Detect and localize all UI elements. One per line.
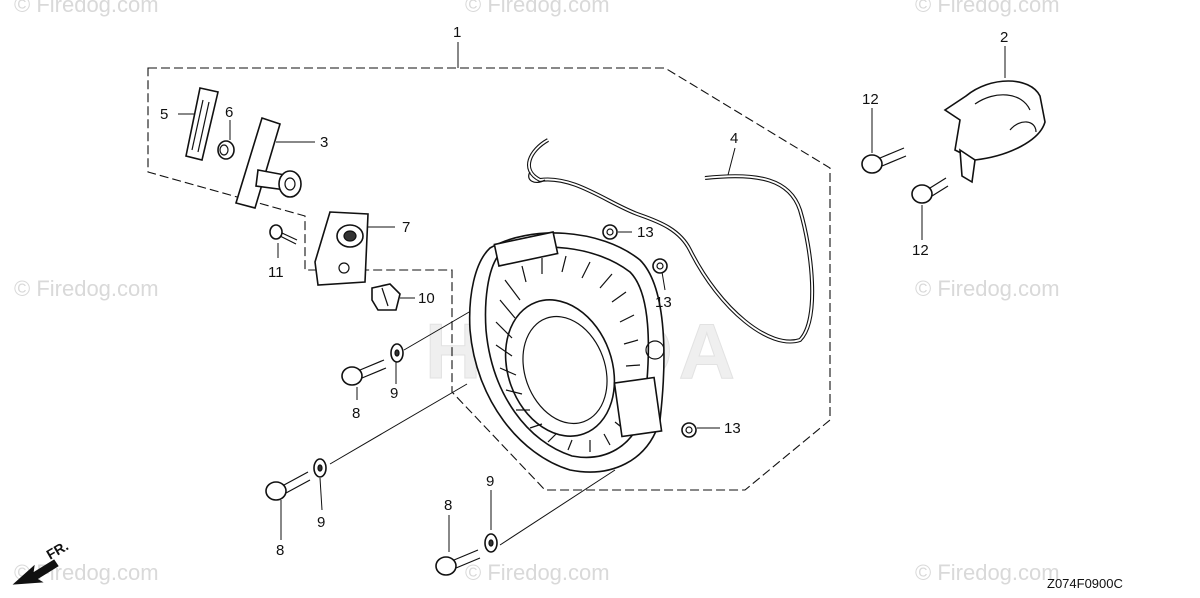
starter-grip-part xyxy=(234,116,302,209)
flange-bolt-part xyxy=(861,147,907,174)
callout-5: 5 xyxy=(160,106,168,123)
assembly-boundary xyxy=(147,67,831,491)
starter-rope-part xyxy=(527,138,815,344)
screw-part xyxy=(269,224,298,245)
callout-6: 6 xyxy=(225,104,233,121)
direction-label: FR. xyxy=(44,537,72,562)
callout-9: 9 xyxy=(486,473,494,490)
washer-part xyxy=(390,343,404,363)
callout-8: 8 xyxy=(352,405,360,422)
direction-arrow-icon xyxy=(12,559,59,585)
watermark: © Firedog.com xyxy=(915,0,1060,17)
callout-1: 1 xyxy=(453,24,461,41)
callout-13: 13 xyxy=(724,420,741,437)
callout-10: 10 xyxy=(418,290,435,307)
rope-guide-part xyxy=(314,211,369,286)
nut-part xyxy=(602,224,618,240)
nut-part xyxy=(681,422,697,438)
watermark-layer: © Firedog.com © Firedog.com © Firedog.co… xyxy=(14,0,1060,585)
callout-labels: 1 2 3 4 5 6 7 10 11 12 12 13 13 13 8 9 8… xyxy=(160,24,1008,559)
starter-housing-part xyxy=(468,231,665,473)
diagram-code: Z074F0900C xyxy=(1047,576,1123,591)
watermark: © Firedog.com xyxy=(465,560,610,585)
washer-part xyxy=(484,533,498,553)
flange-bolt-part xyxy=(265,471,311,501)
callout-9: 9 xyxy=(317,514,325,531)
callout-12: 12 xyxy=(912,242,929,259)
flange-bolt-part xyxy=(435,549,481,576)
callout-2: 2 xyxy=(1000,29,1008,46)
watermark: © Firedog.com xyxy=(465,0,610,17)
callout-13: 13 xyxy=(637,224,654,241)
flange-bolt-part xyxy=(341,359,387,386)
nut-part xyxy=(652,258,668,274)
collar-part xyxy=(217,140,235,160)
flange-bolt-part xyxy=(911,177,949,204)
callout-4: 4 xyxy=(730,130,738,147)
grip-cover-part xyxy=(185,87,219,161)
callout-8: 8 xyxy=(276,542,284,559)
callout-7: 7 xyxy=(402,219,410,236)
clip-part xyxy=(371,283,401,311)
callout-12: 12 xyxy=(862,91,879,108)
watermark: © Firedog.com xyxy=(915,276,1060,301)
callout-11: 11 xyxy=(268,264,284,281)
callout-9: 9 xyxy=(390,385,398,402)
callout-3: 3 xyxy=(320,134,328,151)
callout-13: 13 xyxy=(655,294,672,311)
watermark: © Firedog.com xyxy=(915,560,1060,585)
starter-cover-part xyxy=(943,80,1046,184)
watermark: © Firedog.com xyxy=(14,0,159,17)
washer-part xyxy=(313,458,327,478)
watermark: © Firedog.com xyxy=(14,276,159,301)
callout-8: 8 xyxy=(444,497,452,514)
